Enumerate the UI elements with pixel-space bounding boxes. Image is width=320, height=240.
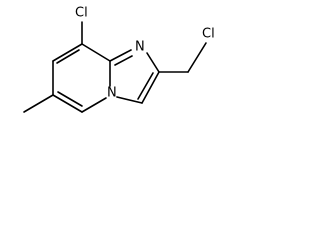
atom-label-n-bridge: N — [107, 86, 117, 101]
bond-n1-c2 — [146, 52, 160, 73]
atom-label-n-imidazole: N — [135, 40, 145, 55]
atom-label-cl-side: Cl — [202, 27, 215, 42]
bond-c5-n4 — [81, 97, 107, 113]
bond-c6-methyl — [23, 94, 54, 113]
bond-c8-c7-inner — [56, 49, 80, 64]
bond-ch2-cl — [187, 42, 207, 73]
bond-c3-n4 — [116, 96, 143, 104]
atom-label-cl-top: Cl — [75, 6, 88, 21]
bond-c2-c3 — [141, 71, 160, 104]
bond-c6-c5 — [52, 94, 83, 113]
bond-c8a-c8 — [81, 43, 111, 62]
bond-c2-c3-inner — [137, 72, 154, 100]
bond-c8a-n1-inner — [114, 55, 133, 66]
bond-c6-c5-inner — [57, 91, 83, 107]
bond-c8-c7 — [52, 43, 83, 62]
bond-c8a-n1 — [109, 49, 132, 62]
structure-diagram: Cl N Cl N — [23, 6, 215, 113]
